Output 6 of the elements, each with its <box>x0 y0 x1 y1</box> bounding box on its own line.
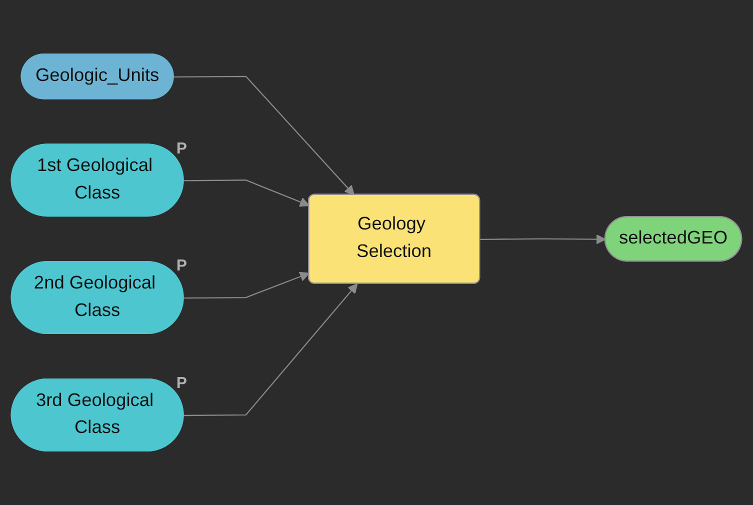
parameter-marker: P <box>176 375 187 392</box>
arrow <box>480 234 606 244</box>
arrow <box>174 76 355 196</box>
arrow <box>184 283 358 416</box>
arrow <box>184 272 310 299</box>
arrow <box>184 180 310 207</box>
